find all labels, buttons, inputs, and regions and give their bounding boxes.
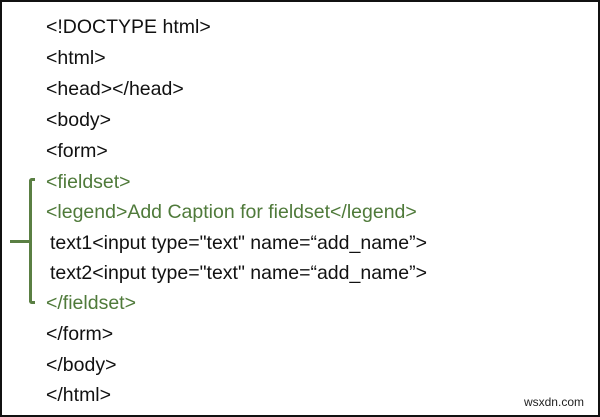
code-line-doctype: <!DOCTYPE html>	[46, 16, 211, 38]
code-line-fieldset-close: </fieldset>	[46, 292, 136, 314]
code-line-html-close: </html>	[46, 384, 112, 406]
code-line-input-text1: text1<input type="text" name=“add_name”>	[50, 232, 428, 254]
code-line-html-open: <html>	[46, 47, 106, 69]
watermark: wsxdn.com	[523, 395, 584, 409]
code-line-legend: <legend>Add Caption for fieldset</legend…	[46, 201, 417, 223]
code-line-form-close: </form>	[46, 323, 114, 345]
code-line-body-close: </body>	[46, 354, 117, 376]
code-line-input-text2: text2<input type="text" name=“add_name”>	[50, 262, 428, 284]
fieldset-bracket-icon	[29, 178, 35, 304]
code-line-head: <head></head>	[46, 78, 184, 100]
code-line-form-open: <form>	[46, 140, 108, 162]
code-line-body-open: <body>	[46, 109, 112, 131]
code-line-fieldset-open: <fieldset>	[46, 171, 131, 193]
bracket-pointer-icon	[10, 240, 30, 243]
